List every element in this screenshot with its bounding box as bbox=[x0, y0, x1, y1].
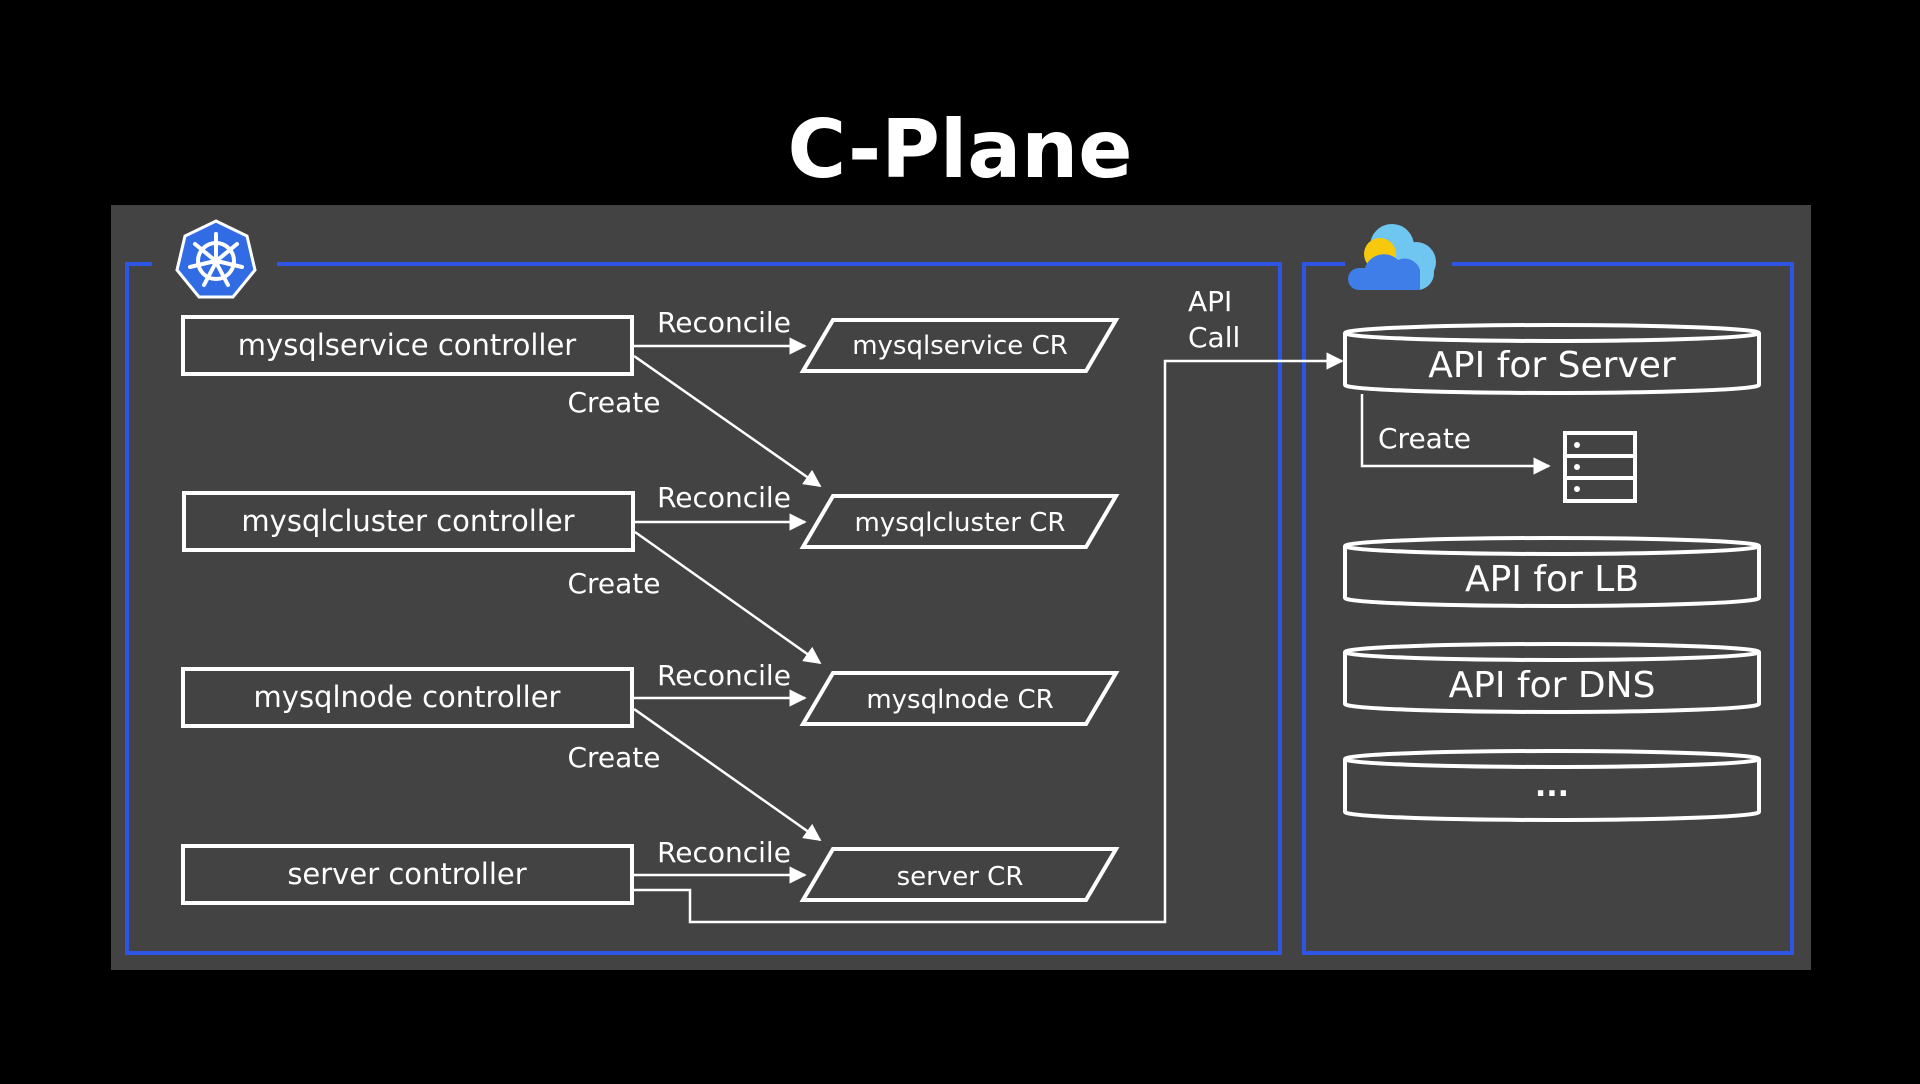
server-create-arrow bbox=[1360, 394, 1551, 475]
controller-label: mysqlservice controller bbox=[238, 328, 577, 362]
server-create-label: Create bbox=[1378, 422, 1471, 455]
controller-box-mysqlservice: mysqlservice controller bbox=[181, 315, 634, 376]
controller-box-mysqlnode: mysqlnode controller bbox=[181, 667, 634, 728]
resource-box-mysqlcluster: mysqlcluster CR bbox=[799, 494, 1120, 549]
api-cylinder-dns: API for DNS bbox=[1343, 642, 1761, 714]
api-cylinder-lb: API for LB bbox=[1343, 536, 1761, 608]
page-title: C-Plane bbox=[788, 103, 1133, 196]
reconcile-label: Reconcile bbox=[657, 836, 791, 869]
controller-label: mysqlnode controller bbox=[254, 680, 561, 714]
create-arrow bbox=[633, 707, 822, 842]
controller-box-mysqlcluster: mysqlcluster controller bbox=[182, 491, 635, 552]
resource-label: mysqlcluster CR bbox=[855, 508, 1066, 538]
resource-label: mysqlnode CR bbox=[866, 685, 1053, 715]
reconcile-label: Reconcile bbox=[657, 481, 791, 514]
reconcile-label: Reconcile bbox=[657, 306, 791, 339]
api-call-label-line1: API bbox=[1188, 285, 1232, 318]
api-label: ... bbox=[1535, 769, 1569, 804]
resource-box-mysqlnode: mysqlnode CR bbox=[799, 671, 1120, 726]
controller-label: server controller bbox=[287, 857, 526, 891]
resource-box-server: server CR bbox=[799, 847, 1120, 902]
api-cylinder-more: ... bbox=[1343, 749, 1761, 822]
controller-box-server: server controller bbox=[181, 844, 634, 905]
api-label: API for DNS bbox=[1449, 665, 1656, 706]
api-label: API for LB bbox=[1465, 559, 1639, 600]
api-call-arrow bbox=[634, 352, 1344, 924]
create-arrow bbox=[634, 530, 822, 665]
api-label: API for Server bbox=[1428, 345, 1676, 386]
create-arrow bbox=[633, 354, 822, 488]
reconcile-label: Reconcile bbox=[657, 659, 791, 692]
server-rack-icon bbox=[1563, 431, 1637, 503]
cloud-frame bbox=[1302, 262, 1794, 955]
kubernetes-frame bbox=[125, 262, 1282, 955]
create-label: Create bbox=[567, 567, 660, 600]
create-label: Create bbox=[567, 741, 660, 774]
api-call-label-line2: Call bbox=[1188, 321, 1240, 354]
api-cylinder-server: API for Server bbox=[1343, 323, 1761, 395]
resource-box-mysqlservice: mysqlservice CR bbox=[799, 318, 1120, 373]
kubernetes-helm-icon bbox=[175, 219, 257, 299]
resource-label: mysqlservice CR bbox=[852, 331, 1068, 361]
resource-label: server CR bbox=[897, 862, 1024, 892]
controller-label: mysqlcluster controller bbox=[241, 504, 574, 538]
create-label: Create bbox=[567, 386, 660, 419]
cloud-sun-icon bbox=[1348, 224, 1436, 290]
